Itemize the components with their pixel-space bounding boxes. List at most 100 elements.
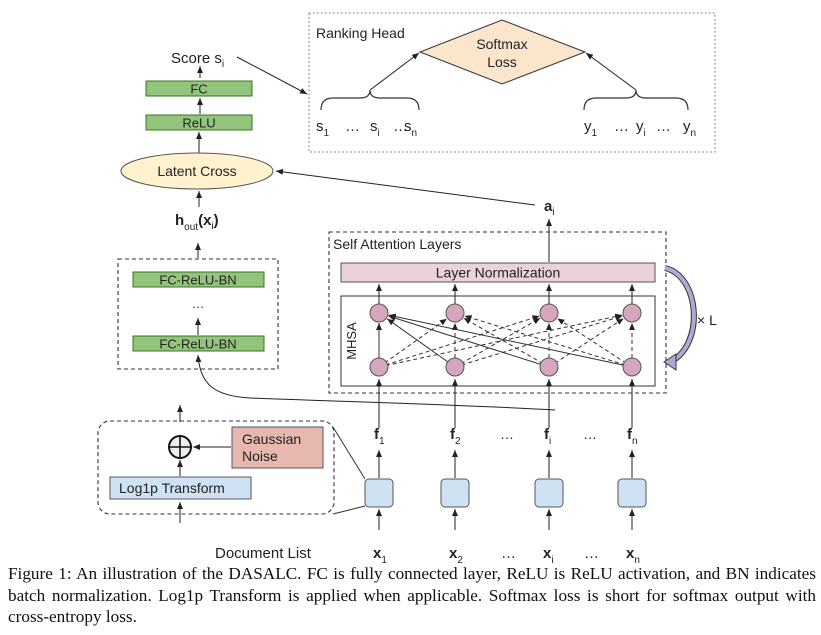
hout-label: hout(xi) xyxy=(175,212,219,233)
log1p-label: Log1p Transform xyxy=(119,480,225,496)
ranking-head: Ranking Head Softmax Loss s1…si…sn y1…yi… xyxy=(308,12,716,153)
repeat-loop-head xyxy=(663,353,677,371)
mhsa-box xyxy=(340,295,656,387)
softmax-loss-diamond xyxy=(418,19,587,85)
layer-norm-box xyxy=(340,262,656,283)
self-attention-border xyxy=(328,231,667,394)
label-ellipsis: … xyxy=(656,118,671,135)
document-label: x1 xyxy=(373,545,387,566)
dnn-block-border xyxy=(117,258,279,370)
attention-edge-solid xyxy=(388,315,550,368)
repeat-label: × L xyxy=(697,312,717,328)
ranking-head-border xyxy=(308,12,716,153)
mhsa-input-node xyxy=(622,357,642,377)
feature-encoder-box xyxy=(364,478,394,508)
feature-label: f1 xyxy=(374,426,385,447)
self-attention-title: Self Attention Layers xyxy=(333,236,461,252)
ranking-head-title: Ranking Head xyxy=(316,25,405,41)
labels-row: y1 … yi … yn xyxy=(584,118,696,139)
attention-edge-dashed xyxy=(378,318,448,368)
relu-label: ReLU xyxy=(182,116,215,131)
feature-label: fn xyxy=(627,426,638,447)
fc-relu-bn-bottom-box xyxy=(132,335,265,352)
score-item: sn xyxy=(404,118,417,139)
attention-edge-dashed xyxy=(548,318,624,368)
attention-output-label: ai xyxy=(544,198,555,218)
feature-encoder-box xyxy=(440,478,470,508)
feature-label: f2 xyxy=(450,426,461,447)
document-label: xi xyxy=(543,545,554,566)
gaussian-noise-box xyxy=(231,426,324,469)
relu-box xyxy=(145,114,253,131)
feature-encoder-box xyxy=(617,478,647,508)
label-ellipsis: … xyxy=(614,118,629,135)
zoom-connector-top xyxy=(332,426,366,480)
attention-edge-solid xyxy=(386,318,456,368)
input-block: Gaussian Noise Log1p Transform xyxy=(97,405,366,523)
mhsa-output-node xyxy=(445,303,465,323)
document-list-label: Document List xyxy=(215,545,312,562)
document-ellipsis: … xyxy=(501,545,516,562)
dasalc-diagram: Ranking Head Softmax Loss s1…si…sn y1…yi… xyxy=(97,12,717,566)
label-item: y1 xyxy=(584,118,598,139)
mhsa-graph xyxy=(369,284,642,377)
repeat-loop-arrow xyxy=(664,266,696,364)
feature-ellipsis: … xyxy=(583,426,597,442)
mhsa-input-node xyxy=(445,357,465,377)
score-item: si xyxy=(370,118,380,139)
latent-cross-ellipse xyxy=(120,152,274,190)
tower: Score si FC ReLU Latent Cross hout(xi) F… xyxy=(117,50,556,411)
features-to-dnn-curve xyxy=(195,354,556,411)
mhsa-input-node xyxy=(369,357,389,377)
attention-edge-dashed xyxy=(378,315,540,368)
label-item: yn xyxy=(683,118,696,139)
attention-edge-dashed xyxy=(464,315,633,368)
figure-caption: Figure 1: An illustration of the DASALC.… xyxy=(8,564,816,626)
dnn-ellipsis: … xyxy=(192,296,205,311)
latent-cross-label: Latent Cross xyxy=(157,163,236,179)
labels-to-loss-arrow xyxy=(585,52,637,91)
label-item: yi xyxy=(636,118,646,139)
scores-brace xyxy=(320,89,420,111)
mhsa-input-node xyxy=(539,357,559,377)
fc-relu-bn-bottom-label: FC-ReLU-BN xyxy=(159,337,236,352)
gaussian-noise-label-2: Noise xyxy=(242,448,278,464)
fc-relu-bn-top-box xyxy=(132,271,265,288)
attention-edge-dashed xyxy=(557,318,633,368)
score-item: s1 xyxy=(316,118,330,139)
mhsa-label: MHSA xyxy=(344,322,359,360)
attention-edge-dashed xyxy=(463,317,550,368)
labels-brace xyxy=(583,89,689,111)
fc-relu-bn-top-label: FC-ReLU-BN xyxy=(159,273,236,288)
fc-box xyxy=(145,80,253,97)
document-label: xn xyxy=(626,545,640,566)
score-to-ranking-arrow xyxy=(236,56,308,95)
feature-columns: f1 f2 … fi … fn x1 x2 … xi … xn xyxy=(364,379,647,566)
mhsa-output-node xyxy=(622,303,642,323)
repeat-loop-outline xyxy=(663,265,697,365)
mhsa-output-node xyxy=(539,303,559,323)
mhsa-output-node xyxy=(369,303,389,323)
fc-label: FC xyxy=(190,82,207,97)
score-label: Score si xyxy=(171,50,224,70)
score-ellipsis: … xyxy=(345,118,360,135)
attention-to-latent-arrow xyxy=(275,168,536,206)
feature-encoder-box xyxy=(534,478,564,508)
layer-norm-label: Layer Normalization xyxy=(436,265,561,281)
document-ellipsis: … xyxy=(584,545,599,562)
zoom-connector-bottom xyxy=(332,505,366,515)
attention-edge-solid xyxy=(388,313,633,368)
gaussian-noise-label-1: Gaussian xyxy=(242,431,301,447)
attention-edge-dashed xyxy=(454,315,623,368)
scores-to-loss-arrow xyxy=(369,52,420,91)
self-attention-block: ai Self Attention Layers Layer Normaliza… xyxy=(328,198,717,394)
input-block-border xyxy=(97,420,335,515)
scores-row: s1…si…sn xyxy=(316,118,417,139)
feature-label: fi xyxy=(544,426,551,447)
feature-ellipsis: … xyxy=(500,426,514,442)
attention-edge-dashed xyxy=(454,317,541,368)
softmax-loss-label-2: Loss xyxy=(487,54,517,70)
score-ellipsis: … xyxy=(393,118,408,135)
softmax-loss-label-1: Softmax xyxy=(476,36,527,52)
document-label: x2 xyxy=(449,545,463,566)
